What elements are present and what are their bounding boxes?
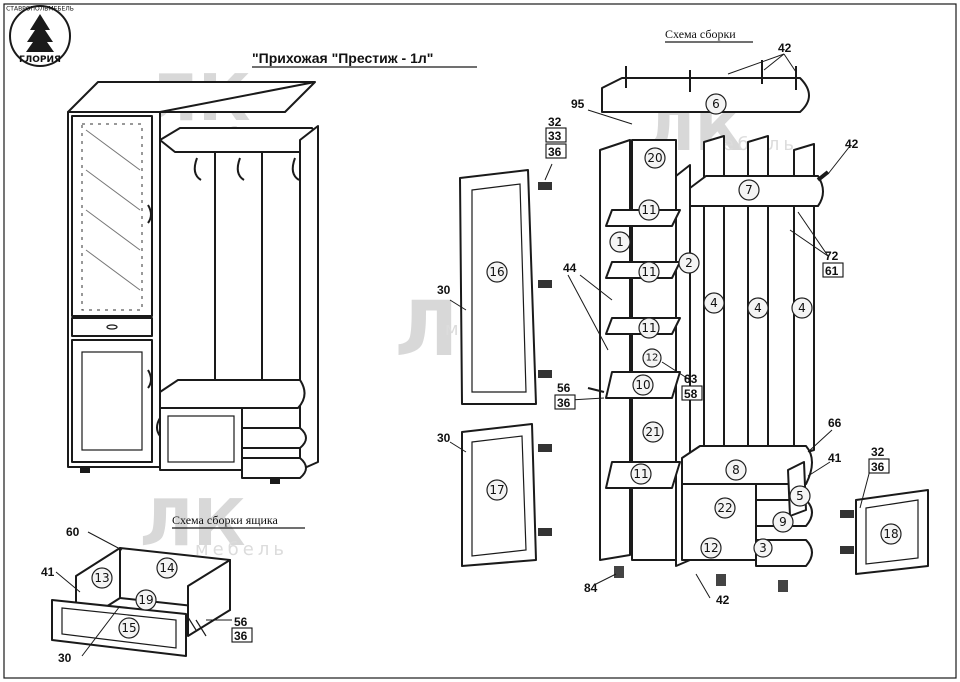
assembled-hallway bbox=[67, 81, 319, 484]
svg-text:17: 17 bbox=[489, 483, 504, 497]
fitting-41-a: 41 bbox=[828, 451, 842, 465]
fitting-60: 60 bbox=[66, 525, 80, 539]
leader-lines bbox=[55, 53, 871, 657]
part-12-small: 12 bbox=[642, 348, 662, 368]
fitting-32-b: 32 bbox=[871, 445, 885, 459]
svg-text:11: 11 bbox=[641, 203, 656, 217]
part-7: 7 bbox=[738, 179, 760, 201]
svg-text:20: 20 bbox=[647, 151, 662, 165]
part-17: 17 bbox=[486, 479, 508, 501]
part-4-b: 4 bbox=[747, 297, 769, 319]
fitting-58: 58 bbox=[684, 387, 698, 401]
svg-text:СТАВРОПОЛЬМЕБЕЛЬ: СТАВРОПОЛЬМЕБЕЛЬ bbox=[6, 6, 74, 13]
fitting-36-d: 36 bbox=[234, 629, 248, 643]
part-9: 9 bbox=[772, 511, 794, 533]
part-18: 18 bbox=[880, 523, 902, 545]
svg-text:16: 16 bbox=[489, 265, 504, 279]
part-4-c: 4 bbox=[791, 297, 813, 319]
page-title: "Прихожая "Престиж - 1л" bbox=[252, 50, 433, 66]
svg-text:4: 4 bbox=[798, 301, 806, 315]
svg-text:11: 11 bbox=[641, 265, 656, 279]
fitting-42-bottom: 42 bbox=[716, 593, 730, 607]
svg-text:9: 9 bbox=[779, 515, 787, 529]
svg-text:7: 7 bbox=[745, 183, 753, 197]
part-22: 22 bbox=[714, 497, 736, 519]
svg-text:11: 11 bbox=[633, 467, 648, 481]
svg-text:13: 13 bbox=[94, 571, 109, 585]
svg-text:21: 21 bbox=[645, 425, 660, 439]
part-10: 10 bbox=[632, 374, 654, 396]
fitting-72: 72 bbox=[825, 249, 839, 263]
fitting-33: 33 bbox=[548, 129, 562, 143]
part-11-c: 11 bbox=[638, 317, 660, 339]
fitting-42-top: 42 bbox=[778, 41, 792, 55]
svg-text:19: 19 bbox=[138, 593, 153, 607]
part-11-b: 11 bbox=[638, 261, 660, 283]
drawer-assembly-title: Схема сборки ящика bbox=[172, 513, 279, 527]
fitting-95: 95 bbox=[571, 97, 585, 111]
part-callouts: 6 20 7 11 1 2 11 16 4 4 4 11 12 10 21 8 … bbox=[91, 93, 902, 639]
fitting-36-a: 36 bbox=[548, 145, 562, 159]
part-5: 5 bbox=[789, 485, 811, 507]
part-20: 20 bbox=[644, 147, 666, 169]
sheet-border bbox=[3, 3, 957, 679]
part-12: 12 bbox=[700, 537, 722, 559]
fitting-36-c: 36 bbox=[871, 460, 885, 474]
fitting-30-a: 30 bbox=[437, 283, 451, 297]
part-2: 2 bbox=[678, 252, 700, 274]
fitting-84: 84 bbox=[584, 581, 598, 595]
svg-text:22: 22 bbox=[717, 501, 732, 515]
svg-text:18: 18 bbox=[883, 527, 898, 541]
part-4-a: 4 bbox=[703, 292, 725, 314]
svg-text:2: 2 bbox=[685, 256, 693, 270]
fitting-56-b: 56 bbox=[234, 615, 248, 629]
part-8: 8 bbox=[725, 459, 747, 481]
part-15: 15 bbox=[118, 617, 140, 639]
assembly-title: Схема сборки bbox=[665, 27, 736, 41]
part-13: 13 bbox=[91, 567, 113, 589]
svg-text:8: 8 bbox=[732, 463, 740, 477]
part-21: 21 bbox=[642, 421, 664, 443]
part-19: 19 bbox=[135, 589, 157, 611]
svg-text:4: 4 bbox=[754, 301, 762, 315]
brand-logo: ГЛОРИЯ СТАВРОПОЛЬМЕБЕЛЬ bbox=[6, 5, 74, 67]
svg-text:мебель: мебель bbox=[195, 539, 288, 560]
svg-text:10: 10 bbox=[635, 378, 650, 392]
part-11-a: 11 bbox=[638, 199, 660, 221]
part-14: 14 bbox=[156, 557, 178, 579]
fitting-44: 44 bbox=[563, 261, 577, 275]
fitting-61: 61 bbox=[825, 264, 839, 278]
fitting-63: 63 bbox=[684, 372, 698, 386]
fitting-32-a: 32 bbox=[548, 115, 562, 129]
fitting-42-right: 42 bbox=[845, 137, 859, 151]
svg-text:1: 1 bbox=[616, 235, 624, 249]
svg-text:15: 15 bbox=[121, 621, 136, 635]
fitting-41-b: 41 bbox=[41, 565, 55, 579]
fitting-labels: 42 95 32 33 36 42 44 30 63 58 56 36 30 7… bbox=[41, 41, 890, 665]
door-16-exploded bbox=[459, 169, 552, 405]
fitting-66: 66 bbox=[828, 416, 842, 430]
fitting-30-b: 30 bbox=[437, 431, 451, 445]
svg-text:12: 12 bbox=[703, 541, 718, 555]
svg-text:6: 6 bbox=[712, 97, 720, 111]
svg-text:5: 5 bbox=[796, 489, 804, 503]
part-1: 1 bbox=[609, 231, 631, 253]
fitting-56-a: 56 bbox=[557, 381, 571, 395]
door-17-exploded bbox=[461, 423, 552, 567]
fitting-30-c: 30 bbox=[58, 651, 72, 665]
part-16: 16 bbox=[486, 261, 508, 283]
svg-text:4: 4 bbox=[710, 296, 718, 310]
part-11-d: 11 bbox=[630, 463, 652, 485]
svg-text:ГЛОРИЯ: ГЛОРИЯ bbox=[19, 55, 61, 65]
svg-text:ЛК: ЛК bbox=[140, 487, 245, 561]
part-6: 6 bbox=[705, 93, 727, 115]
part-3: 3 bbox=[753, 538, 773, 558]
fitting-36-b: 36 bbox=[557, 396, 571, 410]
svg-text:11: 11 bbox=[641, 321, 656, 335]
svg-text:3: 3 bbox=[759, 541, 767, 555]
svg-text:12: 12 bbox=[646, 353, 659, 364]
svg-text:14: 14 bbox=[159, 561, 174, 575]
